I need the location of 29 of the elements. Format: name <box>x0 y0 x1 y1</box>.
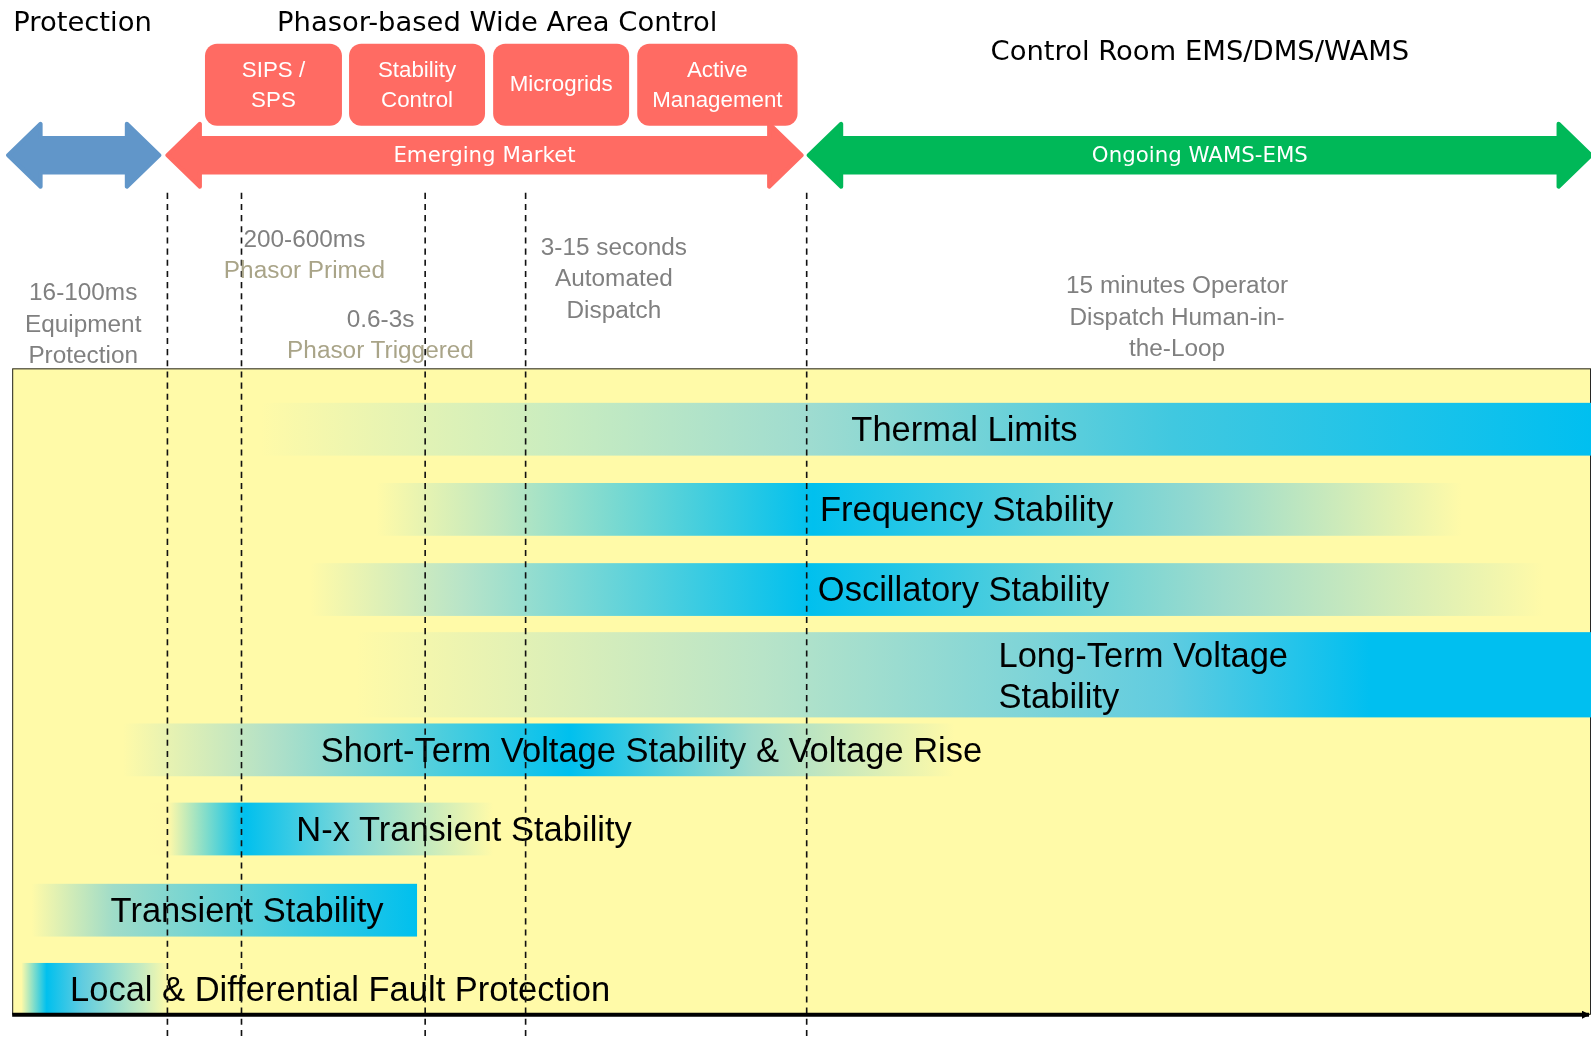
band-label: Emerging Market <box>393 143 576 168</box>
double-arrow-band <box>8 123 160 187</box>
bar-label: Frequency Stability <box>819 488 1114 531</box>
category-box: Microgrids <box>493 43 630 126</box>
section-heading: Protection <box>13 5 153 40</box>
chart-panel <box>12 368 1591 1015</box>
time-range-label: 200-600ms <box>242 223 367 254</box>
category-box: Active Management <box>637 43 798 126</box>
bar-label: Transient Stability <box>110 889 384 931</box>
time-range-label: 3-15 seconds Automated Dispatch <box>539 231 688 326</box>
category-box: SIPS / SPS <box>204 43 342 126</box>
double-arrow-band <box>167 123 802 187</box>
gradient-bar <box>31 883 418 937</box>
phase-label: Phasor Primed <box>222 254 386 286</box>
bar-label: Long-Term Voltage Stability <box>998 634 1290 717</box>
bar-label: Short-Term Voltage Stability & Voltage Rise <box>320 729 983 771</box>
time-range-label: 16-100ms Equipment Protection <box>24 277 143 371</box>
bar-label: Local & Differential Fault Protection <box>70 968 611 1011</box>
bar-label: Thermal Limits <box>851 408 1078 450</box>
bar-label: N-x Transient Stability <box>296 808 632 850</box>
bar-label: Oscillatory Stability <box>817 568 1110 611</box>
phase-label: Phasor Triggered <box>286 334 475 366</box>
double-arrow-band <box>808 123 1591 187</box>
band-label: Ongoing WAMS-EMS <box>1091 143 1308 168</box>
category-box: Stability Control <box>349 43 486 126</box>
time-range-label: 0.6-3s <box>345 303 416 334</box>
section-heading: Phasor-based Wide Area Control <box>276 5 719 40</box>
time-range-label: 15 minutes Operator Dispatch Human-in-the-Loop <box>1065 269 1290 364</box>
section-heading: Control Room EMS/DMS/WAMS <box>989 33 1411 68</box>
